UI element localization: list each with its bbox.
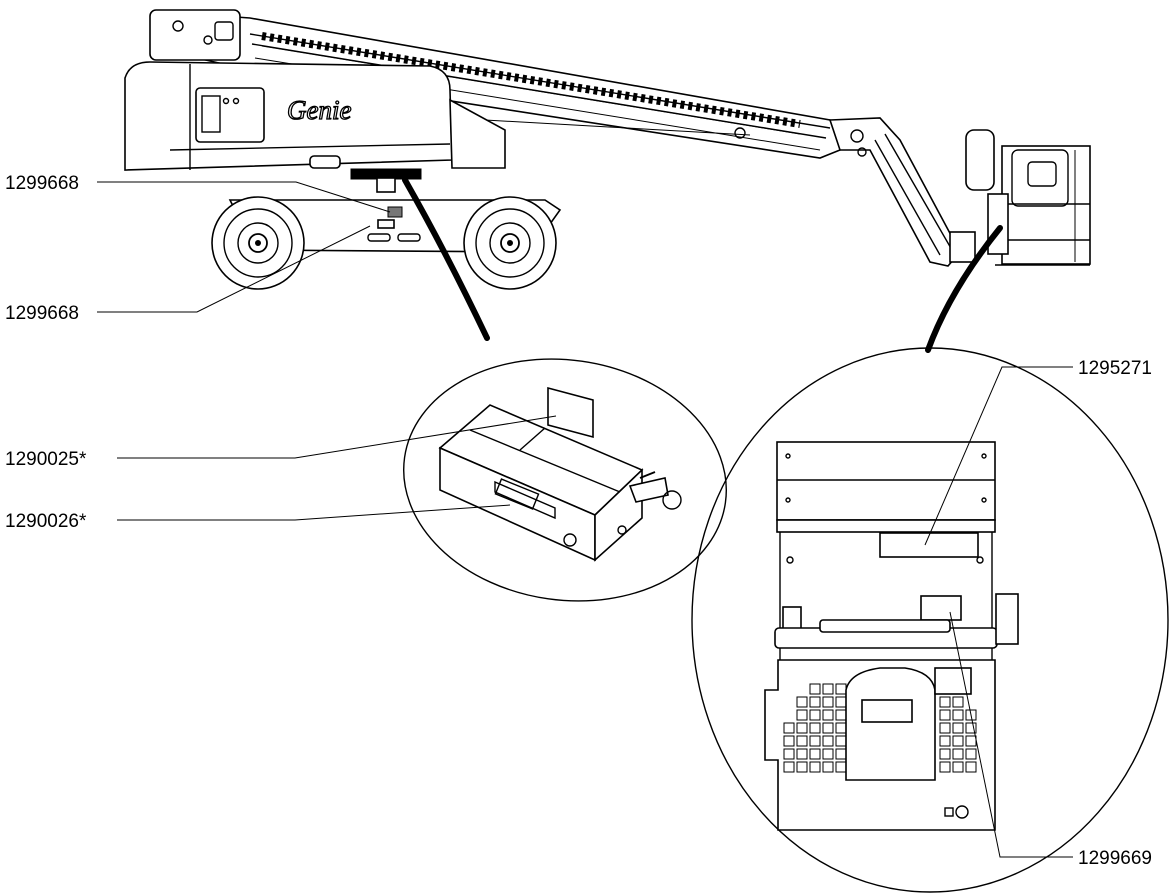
callout-platform-decal-top: 1295271 (1078, 358, 1152, 379)
callout-tray-decal-side: 1290026* (5, 511, 87, 532)
cable-to-platform-detail (925, 225, 1003, 353)
platform-detail-view (691, 347, 1169, 893)
left-wheel (211, 196, 305, 290)
platform-floor-grate (764, 659, 996, 831)
decal-1299669-upper (920, 595, 962, 621)
genie-logo: Genie (287, 95, 351, 125)
decal-1290025 (547, 386, 594, 439)
callout-platform-decal-bottom: 1299669 (1078, 848, 1152, 869)
tray-detail-view (403, 358, 727, 602)
right-wheel (463, 196, 557, 290)
leader-lines (97, 181, 1073, 858)
platform-basket (965, 129, 1091, 266)
callout-base-decal-2: 1299668 (5, 303, 79, 324)
decal-1299669-lower (861, 699, 913, 723)
decal-1299668-a (387, 206, 403, 218)
jib-arm (828, 117, 976, 267)
platform-control-panel (774, 441, 1019, 668)
turntable-housing: Genie (124, 61, 506, 193)
callout-base-decal-1: 1299668 (5, 173, 79, 194)
boom-lift-machine: Genie (124, 9, 1091, 353)
callout-labels: 1299668 1299668 1290025* 1290026* 129527… (5, 173, 1152, 869)
storage-tray (438, 404, 682, 562)
telescopic-boom (149, 9, 850, 161)
cable-to-tray-detail (402, 177, 490, 341)
callout-tray-decal-top: 1290025* (5, 449, 87, 470)
